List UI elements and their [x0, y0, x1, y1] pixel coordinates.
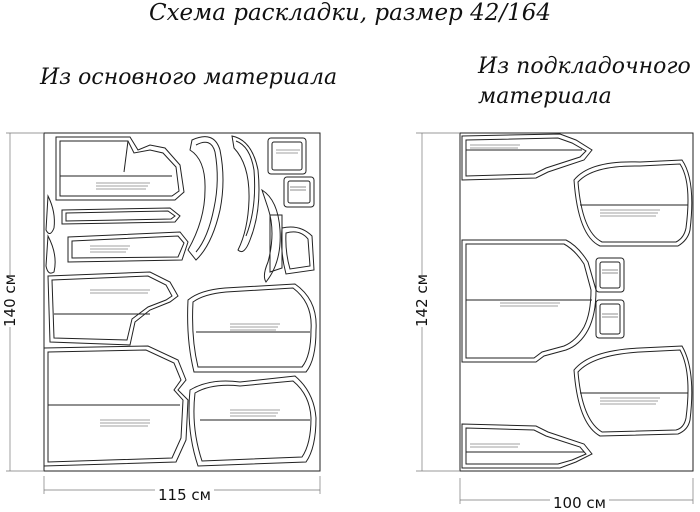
piece-collar-small — [281, 226, 315, 275]
main-height-label: 140 см — [1, 274, 19, 327]
piece-back-upper — [55, 136, 185, 201]
lining-piece-sleeve-upper — [573, 159, 693, 247]
main-material-label: Из основного материала — [40, 65, 338, 90]
lining-material-label-line2: материала — [478, 84, 612, 109]
piece-pocket-2 — [283, 176, 315, 208]
lining-pocket-1 — [595, 257, 625, 293]
piece-front-middle — [47, 271, 179, 346]
lining-piece-top — [461, 133, 593, 181]
lining-piece-bottom — [461, 423, 593, 469]
lining-material-label-line1: Из подкладочного — [478, 54, 691, 79]
lining-piece-back — [461, 239, 597, 363]
piece-strip-1 — [61, 207, 181, 225]
diagram-title: Схема раскладки, размер 42/164 — [148, 0, 552, 26]
piece-facing-2 — [231, 135, 260, 253]
piece-pocket-1 — [267, 137, 307, 175]
lining-piece-sleeve-lower — [573, 345, 693, 437]
piece-strip-2 — [67, 231, 189, 263]
lining-height-label: 142 см — [413, 274, 431, 327]
piece-small-left-2 — [45, 234, 56, 274]
piece-facing-3 — [261, 188, 281, 283]
lining-fabric-border — [459, 132, 694, 472]
piece-sleeve-1 — [187, 283, 317, 373]
lining-pocket-2 — [595, 299, 625, 339]
lining-width-label: 100 см — [550, 494, 609, 512]
piece-facing-1 — [187, 136, 224, 261]
piece-tab-1 — [269, 214, 283, 273]
piece-front-lower — [43, 345, 189, 467]
piece-small-left-1 — [45, 194, 55, 234]
main-width-label: 115 см — [155, 486, 214, 504]
piece-sleeve-2 — [188, 375, 317, 467]
main-fabric-border — [43, 132, 321, 472]
